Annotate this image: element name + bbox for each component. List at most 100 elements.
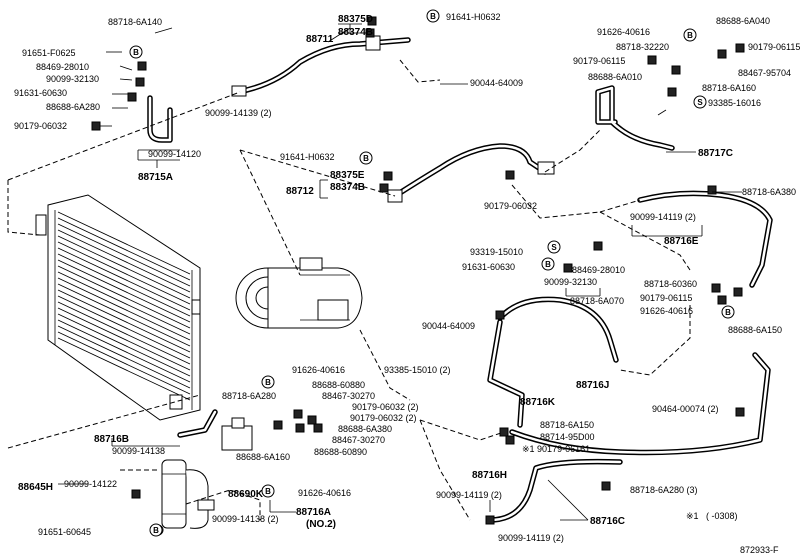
part-label: 90179-06115 <box>748 42 800 52</box>
symbol-b-icon: B <box>129 45 143 59</box>
part-label: 88374B <box>330 182 365 193</box>
fastener-icon <box>313 423 323 433</box>
part-label: 88374B <box>338 27 373 38</box>
part-label: 88718-6A140 <box>108 17 162 27</box>
part-label: 88467-95704 <box>738 68 791 78</box>
part-label: 90179-06032 <box>484 201 537 211</box>
part-label: 90099-14139 (2) <box>205 108 272 118</box>
symbol-b-icon: B <box>426 9 440 23</box>
svg-text:B: B <box>430 12 436 21</box>
part-label: 90099-14119 (2) <box>498 533 564 543</box>
part-labels: 88718-6A140 88375D 88711 88374B 91641-H0632 9… <box>14 12 800 543</box>
fastener-icon <box>379 183 389 193</box>
part-label: 88718-6A280 <box>222 391 276 401</box>
fastener-icon <box>127 92 137 102</box>
part-label: 88716C <box>590 516 625 527</box>
part-label: 90044-64009 <box>422 321 475 331</box>
part-label: 88716J <box>576 380 609 391</box>
part-label: 88469-28010 <box>572 265 625 275</box>
part-label: 88688-60880 <box>312 380 365 390</box>
part-label: 88688-60890 <box>314 447 367 457</box>
part-label: 91626-40616 <box>640 306 693 316</box>
part-label: 90179-06115 <box>640 293 692 303</box>
part-label: 93319-15010 <box>470 247 523 257</box>
fastener-icon <box>647 55 657 65</box>
fastener-icon <box>505 170 515 180</box>
footnote-text: ( -0308) <box>706 511 738 521</box>
part-label: 88718-60360 <box>644 279 697 289</box>
part-label: 88688-6A010 <box>588 72 642 82</box>
part-label: 88375D <box>338 14 373 25</box>
svg-text:B: B <box>265 487 271 496</box>
part-label: 90179-06032 (2) <box>352 402 419 412</box>
part-label: 88718-6A070 <box>570 296 624 306</box>
fastener-icon <box>137 61 147 71</box>
fastener-icon <box>365 28 375 38</box>
part-label: 88688-6A040 <box>716 16 770 26</box>
fastener-icon <box>717 49 727 59</box>
part-label: 90044-64009 <box>470 78 523 88</box>
svg-text:S: S <box>551 243 557 252</box>
fastener-icon <box>499 427 509 437</box>
part-label: 88688-6A150 <box>728 325 782 335</box>
fastener-icon <box>91 121 101 131</box>
part-label: 88718-6A380 <box>742 187 796 197</box>
fastener-icon <box>735 407 745 417</box>
fastener-icon <box>735 43 745 53</box>
symbol-b-icon: B <box>541 257 555 271</box>
part-label: 88714-95D00 <box>540 432 595 442</box>
fastener-icon <box>563 263 573 273</box>
part-label: 88717C <box>698 148 733 159</box>
symbol-b-icon: B <box>721 305 735 319</box>
part-label: 90099-14138 <box>112 446 165 456</box>
fastener-icon <box>307 415 317 425</box>
part-label: 88718-6A150 <box>540 420 594 430</box>
part-label: 88718-6A160 <box>702 83 756 93</box>
part-label: 90099-14119 (2) <box>436 490 502 500</box>
fastener-icon <box>717 295 727 305</box>
fastener-icon <box>273 420 283 430</box>
condenser <box>35 194 201 421</box>
fastener-icon <box>733 287 743 297</box>
svg-text:S: S <box>697 98 703 107</box>
part-label: 90464-00074 (2) <box>652 404 719 414</box>
fastener-icon <box>667 87 677 97</box>
fastener-icon <box>131 489 141 499</box>
part-label: 91626-40616 <box>298 488 351 498</box>
part-label: 91641-H0632 <box>446 12 501 22</box>
part-label: 88715A <box>138 172 173 183</box>
part-label: 91651-F0625 <box>22 48 76 58</box>
compressor <box>235 257 363 329</box>
fastener-icon <box>383 171 393 181</box>
part-label: 88375E <box>330 170 365 181</box>
symbol-s-icon: S <box>547 240 561 254</box>
part-label: 88469-28010 <box>36 62 89 72</box>
fastener-icon <box>505 435 515 445</box>
part-label: 88645H <box>18 482 53 493</box>
fastener-icon <box>601 481 611 491</box>
symbol-b-icon: B <box>261 375 275 389</box>
part-label: 91626-40616 <box>292 365 345 375</box>
part-label: 91626-40616 <box>597 27 650 37</box>
symbol-b-icon: B <box>149 523 163 537</box>
part-label: 90099-14119 (2) <box>630 212 696 222</box>
part-label: 88711 <box>306 34 334 45</box>
part-label: 90099-32130 <box>46 74 99 84</box>
fastener-icon <box>711 283 721 293</box>
part-label: 88712 <box>286 186 314 197</box>
dashed-leaders <box>7 59 691 521</box>
part-label: 88688-6A380 <box>338 424 392 434</box>
part-label: 88467-30270 <box>332 435 385 445</box>
fastener-icon <box>495 310 505 320</box>
symbol-b-icon: B <box>683 28 697 42</box>
part-label: 88688-6A280 <box>46 102 100 112</box>
part-label: 91651-60645 <box>38 527 91 537</box>
part-label: 88688-6A160 <box>236 452 290 462</box>
part-label: 91631-60630 <box>14 88 67 98</box>
part-label: 88716E <box>664 236 699 247</box>
symbol-s-icon: S <box>693 95 707 109</box>
leader-lines <box>58 23 742 521</box>
fastener-icon <box>367 16 377 26</box>
part-label: 90099-14120 <box>148 149 201 159</box>
